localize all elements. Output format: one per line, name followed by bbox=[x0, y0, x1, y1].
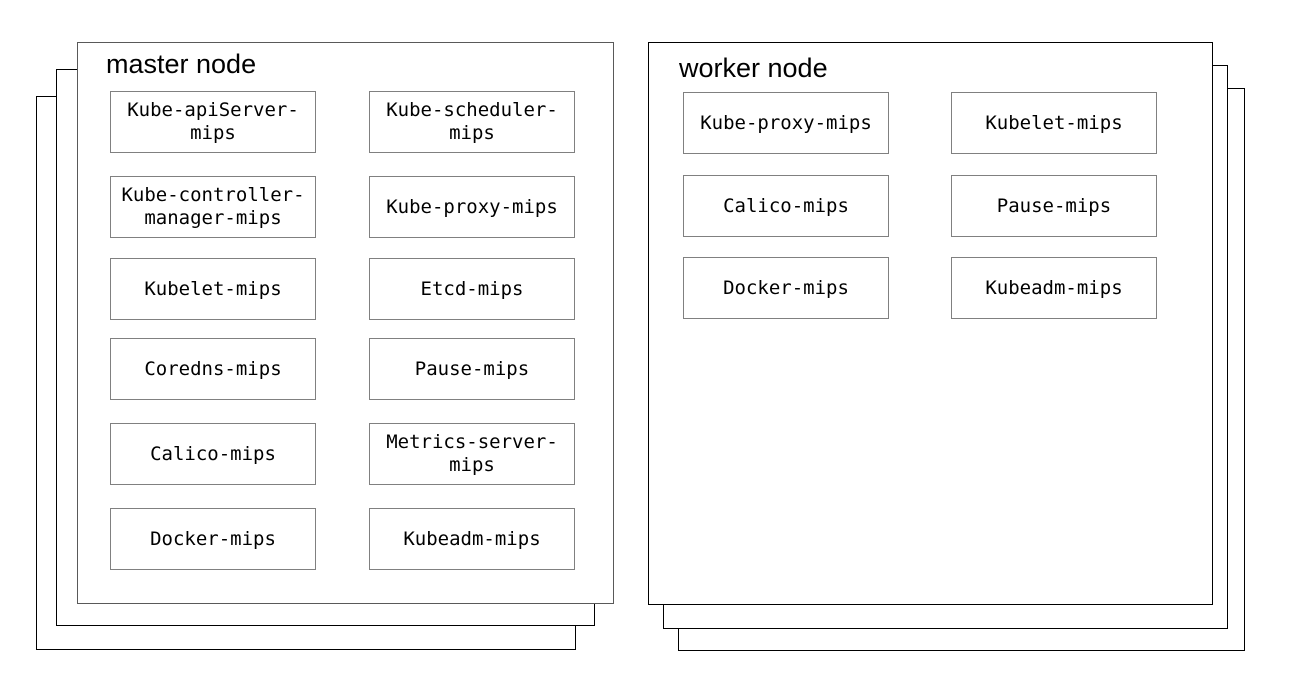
master-node-title: master node bbox=[106, 49, 257, 79]
worker-component-docker-mips: Docker-mips bbox=[683, 257, 889, 319]
worker-component-kube-proxy-mips: Kube-proxy-mips bbox=[683, 92, 889, 154]
worker-component-kubelet-mips: Kubelet-mips bbox=[951, 92, 1157, 154]
worker-node-title: worker node bbox=[679, 53, 828, 83]
master-component-kube-controller-manager-mips: Kube-controller-manager-mips bbox=[110, 176, 316, 238]
master-component-calico-mips: Calico-mips bbox=[110, 423, 316, 485]
master-node-box: master node Kube-apiServer-mips Kube-sch… bbox=[77, 42, 614, 604]
master-component-etcd-mips: Etcd-mips bbox=[369, 258, 575, 320]
master-component-coredns-mips: Coredns-mips bbox=[110, 338, 316, 400]
master-component-kube-proxy-mips: Kube-proxy-mips bbox=[369, 176, 575, 238]
master-component-kube-scheduler-mips: Kube-scheduler-mips bbox=[369, 91, 575, 153]
worker-node-box: worker node Kube-proxy-mips Kubelet-mips… bbox=[648, 42, 1213, 605]
master-component-pause-mips: Pause-mips bbox=[369, 338, 575, 400]
master-component-docker-mips: Docker-mips bbox=[110, 508, 316, 570]
worker-component-kubeadm-mips: Kubeadm-mips bbox=[951, 257, 1157, 319]
master-component-kubeadm-mips: Kubeadm-mips bbox=[369, 508, 575, 570]
worker-component-calico-mips: Calico-mips bbox=[683, 175, 889, 237]
worker-component-pause-mips: Pause-mips bbox=[951, 175, 1157, 237]
master-component-kube-apiserver-mips: Kube-apiServer-mips bbox=[110, 91, 316, 153]
master-component-metrics-server-mips: Metrics-server-mips bbox=[369, 423, 575, 485]
master-component-kubelet-mips: Kubelet-mips bbox=[110, 258, 316, 320]
